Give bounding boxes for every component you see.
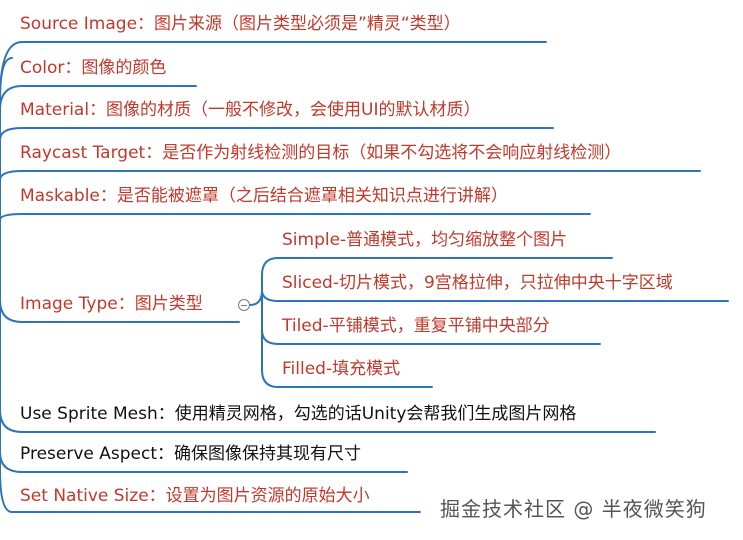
watermark: 掘金技术社区 @ 半夜微笑狗: [440, 497, 707, 521]
main-branch-curve: [0, 57, 13, 513]
node-raycast-target: Raycast Target：是否作为射线检测的目标（如果不勾选将不会响应射线检…: [20, 143, 622, 163]
node-material: Material：图像的材质（一般不修改，会使用UI的默认材质）: [20, 100, 481, 120]
sub-branch-spine: [261, 257, 279, 388]
branch-preserve-aspect: [0, 451, 23, 473]
branch-source-image: [0, 41, 23, 101]
node-sliced: Sliced-切片模式，9宫格拉伸，只拉伸中央十字区域: [282, 273, 673, 293]
sub-connector: [249, 289, 263, 306]
node-use-sprite-mesh: Use Sprite Mesh：使用精灵网格，勾选的话Unity会帮我们生成图片…: [20, 404, 577, 424]
collapse-button[interactable]: [238, 299, 250, 311]
node-set-native-size: Set Native Size：设置为图片资源的原始大小: [20, 486, 370, 506]
node-preserve-aspect: Preserve Aspect：确保图像保持其现有尺寸: [20, 444, 362, 464]
node-filled: Filled-填充模式: [282, 359, 401, 379]
branch-raycast: [0, 170, 23, 181]
branch-use-sprite-mesh: [0, 409, 23, 433]
node-source-image: Source Image：图片来源（图片类型必须是”精灵“类型）: [20, 14, 461, 34]
branch-maskable: [0, 213, 23, 221]
sub-branch-tiled: [261, 329, 279, 345]
node-color: Color：图像的颜色: [20, 58, 167, 78]
node-image-type: Image Type：图片类型: [20, 294, 203, 314]
branch-material: [0, 127, 23, 141]
branch-image-type: [0, 299, 23, 323]
node-tiled: Tiled-平铺模式，重复平铺中央部分: [282, 316, 550, 336]
node-maskable: Maskable：是否能被遮罩（之后结合遮罩相关知识点进行讲解）: [20, 186, 508, 206]
branch-color: [0, 85, 23, 111]
node-simple: Simple-普通模式，均匀缩放整个图片: [282, 230, 568, 250]
sub-branch-sliced: [261, 289, 279, 302]
